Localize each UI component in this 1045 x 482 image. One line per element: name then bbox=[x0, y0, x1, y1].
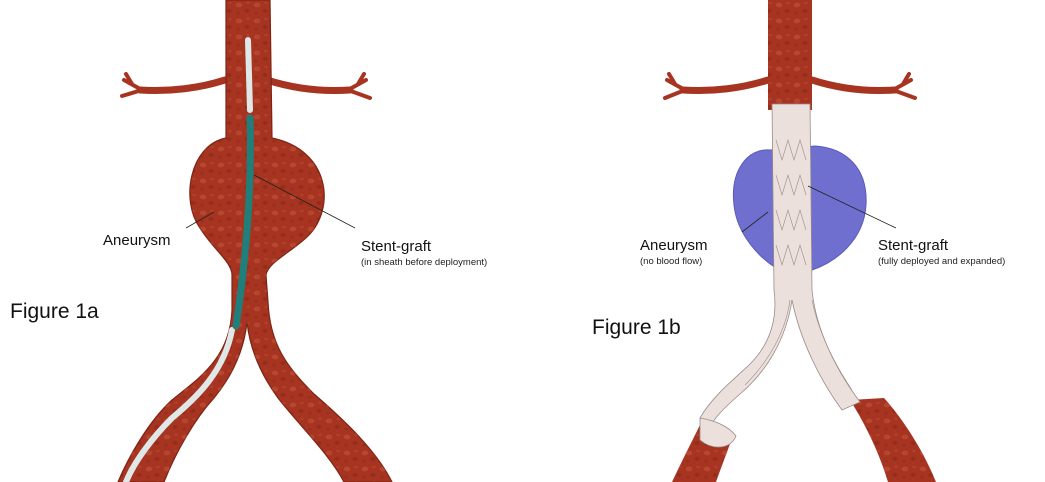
aneurysm-label-1a: Aneurysm bbox=[103, 232, 171, 249]
stent-graft-label-1a: Stent-graft bbox=[361, 238, 431, 255]
stent-graft-label-1b: Stent-graft bbox=[878, 237, 948, 254]
figure-1b-caption: Figure 1b bbox=[592, 316, 681, 340]
aneurysm-label-1b: Aneurysm bbox=[640, 237, 708, 254]
stent-graft-limb-cap-1b bbox=[700, 418, 736, 447]
figure-1a-caption: Figure 1a bbox=[10, 300, 99, 324]
aneurysm-note-1b: (no blood flow) bbox=[640, 256, 702, 267]
stent-graft-note-1b: (fully deployed and expanded) bbox=[878, 256, 1005, 267]
stent-graft-note-1a: (in sheath before deployment) bbox=[361, 257, 487, 268]
